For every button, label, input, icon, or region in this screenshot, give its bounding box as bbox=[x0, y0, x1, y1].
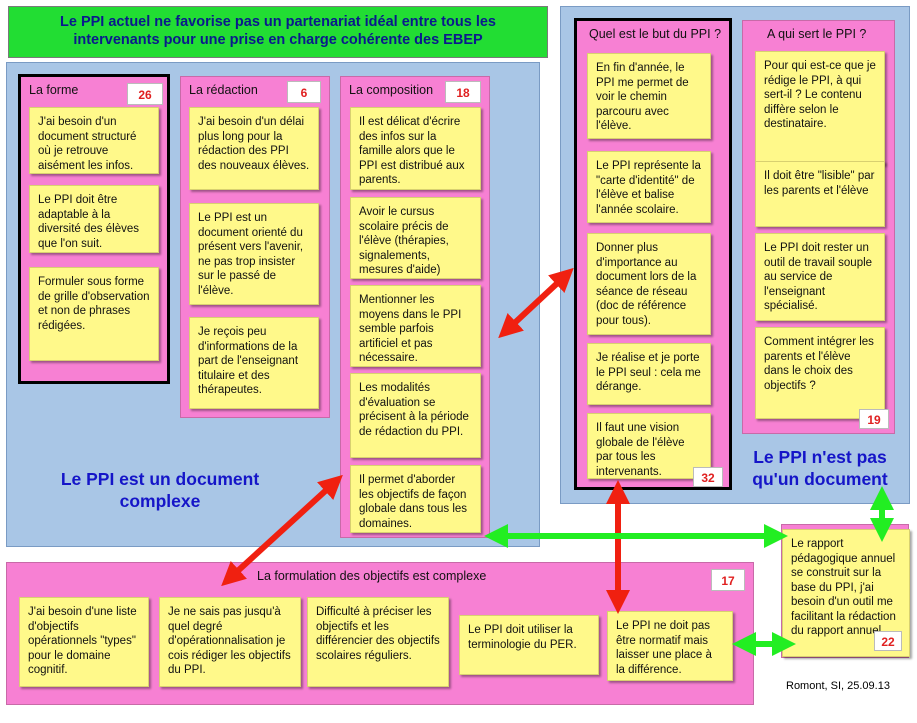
note: Il faut une vision globale de l'élève pa… bbox=[587, 413, 711, 479]
count-badge: 19 bbox=[859, 409, 889, 429]
note: Il permet d'aborder les objectifs de faç… bbox=[350, 465, 481, 533]
credit: Romont, SI, 25.09.13 bbox=[786, 680, 890, 692]
column-a-qui-sert: A qui sert le PPI ? Pour qui est-ce que … bbox=[742, 20, 895, 434]
column-title: La composition bbox=[349, 83, 434, 97]
note: Le PPI ne doit pas être normatif mais la… bbox=[607, 611, 733, 681]
note: Formuler sous forme de grille d'observat… bbox=[29, 267, 159, 361]
arrow-red-composition-formulation bbox=[221, 474, 343, 587]
column-la-composition: La composition 18 Il est délicat d'écrir… bbox=[340, 76, 490, 538]
note: Le PPI représente la "carte d'identité" … bbox=[587, 151, 711, 223]
right-panel-label: Le PPI n'est pas qu'un document bbox=[752, 447, 888, 489]
note: Le PPI doit être adaptable à la diversit… bbox=[29, 185, 159, 253]
side-panel: Le rapport pédagogique annuel se constru… bbox=[781, 524, 910, 658]
note: Il est délicat d'écrire des infos sur la… bbox=[350, 107, 481, 190]
note: Donner plus d'importance au document lor… bbox=[587, 233, 711, 335]
diagram-title: Le PPI actuel ne favorise pas un partena… bbox=[8, 6, 548, 58]
column-but-du-ppi: Quel est le but du PPI ? En fin d'année,… bbox=[574, 18, 732, 490]
note: Les modalités d'évaluation se précisent … bbox=[350, 373, 481, 458]
arrow-red-composition-but bbox=[498, 267, 574, 339]
note: Le PPI doit rester un outil de travail s… bbox=[755, 233, 885, 321]
note: Le PPI doit utiliser la terminologie du … bbox=[459, 615, 599, 675]
count-badge: 22 bbox=[874, 631, 902, 651]
column-title: Quel est le but du PPI ? bbox=[589, 27, 722, 41]
title-text: Le PPI actuel ne favorise pas un partena… bbox=[60, 14, 496, 48]
note: Il doit être "lisible" par les parents e… bbox=[755, 161, 885, 227]
count-badge: 32 bbox=[693, 467, 723, 487]
note: J'ai besoin d'une liste d'objectifs opér… bbox=[19, 597, 149, 687]
count-badge: 6 bbox=[287, 81, 321, 103]
note: Avoir le cursus scolaire précis de l'élè… bbox=[350, 197, 481, 279]
count-badge: 17 bbox=[711, 569, 745, 591]
column-la-redaction: La rédaction 6 J'ai besoin d'un délai pl… bbox=[180, 76, 330, 418]
column-title: La forme bbox=[29, 83, 79, 97]
note: Je ne sais pas jusqu'à quel degré d'opér… bbox=[159, 597, 301, 687]
column-la-forme: La forme 26 J'ai besoin d'un document st… bbox=[18, 74, 170, 384]
note: Je réalise et je porte le PPI seul : cel… bbox=[587, 343, 711, 405]
note: Difficulté à préciser les objectifs et l… bbox=[307, 597, 449, 687]
note: Le PPI est un document orienté du présen… bbox=[189, 203, 319, 305]
note: Mentionner les moyens dans le PPI semble… bbox=[350, 285, 481, 367]
note: En fin d'année, le PPI me permet de voir… bbox=[587, 53, 711, 139]
note: Le rapport pédagogique annuel se constru… bbox=[782, 529, 910, 657]
note: Comment intégrer les parents et l'élève … bbox=[755, 327, 885, 419]
count-badge: 18 bbox=[445, 81, 481, 103]
column-title: A qui sert le PPI ? bbox=[767, 27, 867, 41]
note: J'ai besoin d'un délai plus long pour la… bbox=[189, 107, 319, 190]
left-panel-label: Le PPI est un document complexe bbox=[60, 469, 260, 511]
note: J'ai besoin d'un document structuré où j… bbox=[29, 107, 159, 174]
note: Pour qui est-ce que je rédige le PPI, à … bbox=[755, 51, 885, 165]
note: Je reçois peu d'informations de la part … bbox=[189, 317, 319, 409]
count-badge: 26 bbox=[127, 83, 163, 105]
column-title: La rédaction bbox=[189, 83, 258, 97]
